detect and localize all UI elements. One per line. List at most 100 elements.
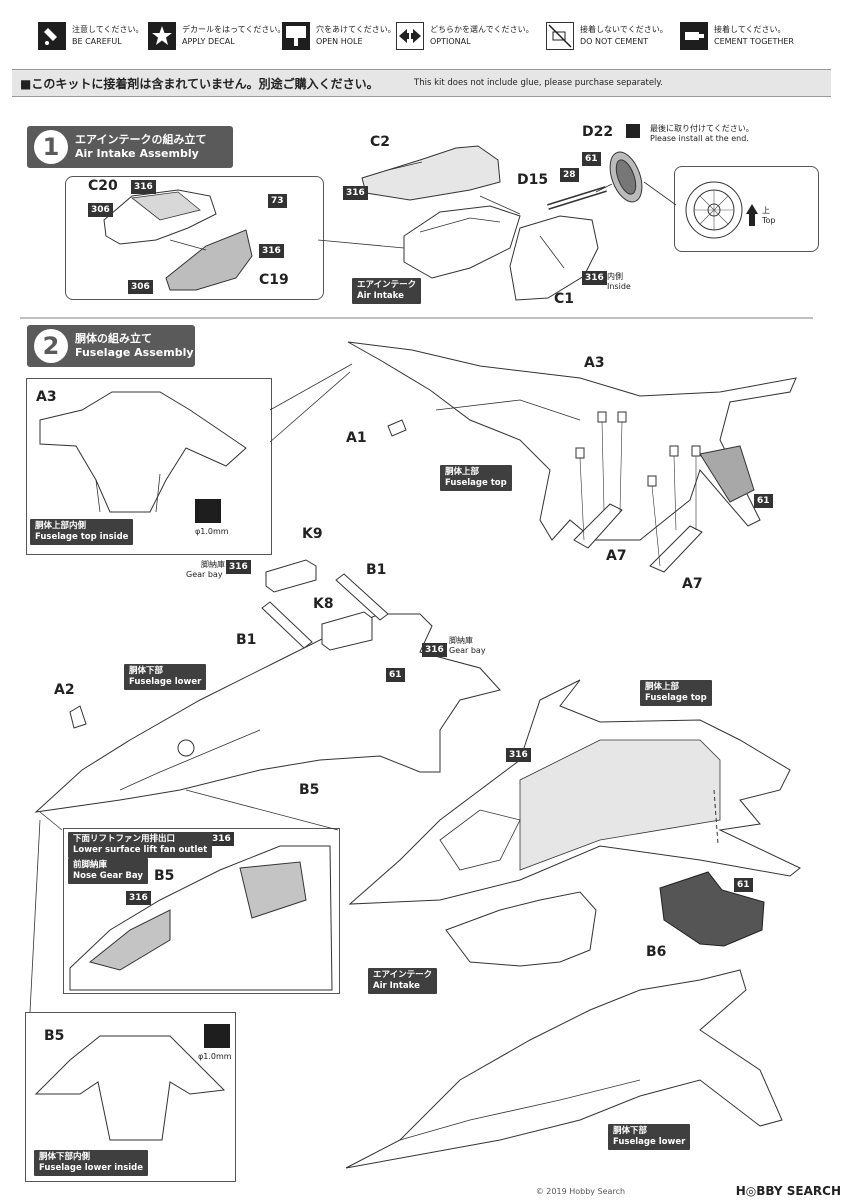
legend-jp: どちらかを選んでください。: [430, 25, 534, 34]
caption-en: Lower surface lift fan outlet: [73, 845, 208, 855]
caption-nose-gear-bay: 前脚納庫 Nose Gear Bay: [68, 858, 148, 884]
install-note-jp: 最後に取り付けてください。: [650, 124, 754, 133]
legend-en: OPTIONAL: [430, 37, 471, 46]
color-61: 61: [386, 668, 405, 682]
caption-en: Nose Gear Bay: [73, 871, 143, 881]
caption-jp: 胴体上部: [445, 467, 480, 477]
step2-header: 2 胴体の組み立て Fuselage Assembly: [27, 325, 195, 367]
caption-jp: 下面リフトファン用排出口: [73, 834, 176, 844]
caption-jp: 胴体下部内側: [39, 1152, 91, 1162]
inside-en: Inside: [607, 282, 631, 291]
caption-lift-fan-outlet: 下面リフトファン用排出口 Lower surface lift fan outl…: [68, 832, 213, 858]
caution-icon: [38, 22, 66, 50]
legend-en: DO NOT CEMENT: [580, 37, 649, 46]
color-316: 316: [422, 643, 447, 657]
install-note-en: Please install at the end.: [650, 134, 749, 143]
step1-number: 1: [34, 130, 68, 164]
part-c19-label: C19: [259, 272, 289, 288]
color-61: 61: [734, 878, 753, 892]
caption-jp: 胴体上部内側: [35, 521, 87, 531]
caption-air-intake: エアインテーク Air Intake: [368, 968, 438, 994]
caption-fuselage-top-inside: 胴体上部内側 Fuselage top inside: [30, 519, 134, 545]
drill-icon: [282, 22, 310, 50]
notice-jp: ■このキットに接着剤は含まれていません。別途ご購入ください。: [20, 77, 379, 91]
part-c1-label: C1: [554, 291, 575, 307]
caption-fuselage-top: 胴体上部 Fuselage top: [440, 465, 512, 491]
part-a3-label: A3: [36, 389, 57, 405]
gear-bay-jp: 脚納庫: [449, 636, 473, 645]
caption-jp: 胴体下部: [129, 666, 164, 676]
top-jp: 上: [762, 206, 770, 215]
gear-bay-en: Gear bay: [449, 646, 486, 655]
caption-en: Air Intake: [373, 981, 420, 991]
color-316: 316: [343, 186, 368, 200]
gear-bay-jp: 脚納庫: [201, 560, 225, 569]
step2-title-jp: 胴体の組み立て: [75, 332, 152, 345]
part-b5-label: B5: [154, 868, 175, 884]
part-a3-label: A3: [584, 355, 605, 371]
step1-title-en: Air Intake Assembly: [75, 147, 199, 160]
color-61: 61: [582, 152, 601, 166]
part-k8-label: K8: [313, 596, 334, 612]
legend-en: BE CAREFUL: [72, 37, 122, 46]
drill-icon: [195, 499, 221, 523]
no-cement-icon: [546, 22, 574, 50]
step1-title-jp: エアインテークの組み立て: [75, 133, 207, 146]
caption-en: Fuselage top: [445, 478, 507, 488]
color-316: 316: [226, 560, 251, 574]
air-intake-caption: エアインテーク Air Intake: [352, 278, 422, 304]
part-a7-label: A7: [682, 576, 703, 592]
legend-en: CEMENT TOGETHER: [714, 37, 794, 46]
caption-jp: エアインテーク: [357, 280, 417, 290]
caption-en: Fuselage lower: [129, 677, 202, 687]
color-316: 316: [131, 180, 156, 194]
hole-size-label: φ1.0mm: [195, 527, 229, 536]
color-316: 316: [259, 244, 284, 258]
arrows-icon: [396, 22, 424, 50]
caption-fuselage-lower: 胴体下部 Fuselage lower: [608, 1124, 691, 1150]
watermark: © 2019 Hobby Search H◎BBY SEARCH: [536, 1184, 841, 1198]
color-61: 61: [754, 494, 773, 508]
caption-en: Fuselage lower inside: [39, 1163, 144, 1173]
color-28: 28: [560, 168, 579, 182]
watermark-brand: H◎BBY SEARCH: [735, 1184, 841, 1198]
color-306: 306: [128, 280, 153, 294]
part-k9-label: K9: [302, 526, 323, 542]
part-b1-label: B1: [366, 562, 387, 578]
caption-jp: エアインテーク: [373, 970, 433, 980]
part-b6-label: B6: [646, 944, 667, 960]
part-c20-label: C20: [88, 178, 118, 194]
caption-fuselage-top: 胴体上部 Fuselage top: [640, 680, 712, 706]
caption-jp: 胴体下部: [613, 1126, 648, 1136]
caption-en: Fuselage lower: [613, 1137, 686, 1147]
caption-en: Fuselage top: [645, 693, 707, 703]
inside-jp: 内側: [607, 272, 623, 281]
cement-tube-icon: [680, 22, 708, 50]
color-316: 316: [506, 748, 531, 762]
drill-icon: [204, 1024, 230, 1048]
caption-en: Air Intake: [357, 291, 404, 301]
symbol-legend: 注意してください。 BE CAREFUL デカールをはってください。 APPLY…: [30, 18, 833, 58]
step1-header: 1 エアインテークの組み立て Air Intake Assembly: [27, 126, 233, 168]
legend-en: APPLY DECAL: [182, 37, 235, 46]
caption-fuselage-lower-inside: 胴体下部内側 Fuselage lower inside: [34, 1150, 149, 1176]
color-316: 316: [209, 832, 234, 846]
legend-en: OPEN HOLE: [316, 37, 363, 46]
legend-jp: デカールをはってください。: [182, 25, 286, 34]
color-306: 306: [88, 203, 113, 217]
part-b1-label: B1: [236, 632, 257, 648]
part-a7-label: A7: [606, 548, 627, 564]
caption-jp: 前脚納庫: [73, 860, 108, 870]
color-73: 73: [268, 194, 287, 208]
caution-icon: [626, 124, 640, 138]
part-b5-label: B5: [44, 1028, 65, 1044]
caption-fuselage-lower: 胴体下部 Fuselage lower: [124, 664, 207, 690]
part-a2-label: A2: [54, 682, 75, 698]
top-en: Top: [762, 216, 776, 225]
notice-en: This kit does not include glue, please p…: [414, 78, 663, 88]
part-d22-label: D22: [582, 124, 614, 140]
caption-en: Fuselage top inside: [35, 532, 129, 542]
